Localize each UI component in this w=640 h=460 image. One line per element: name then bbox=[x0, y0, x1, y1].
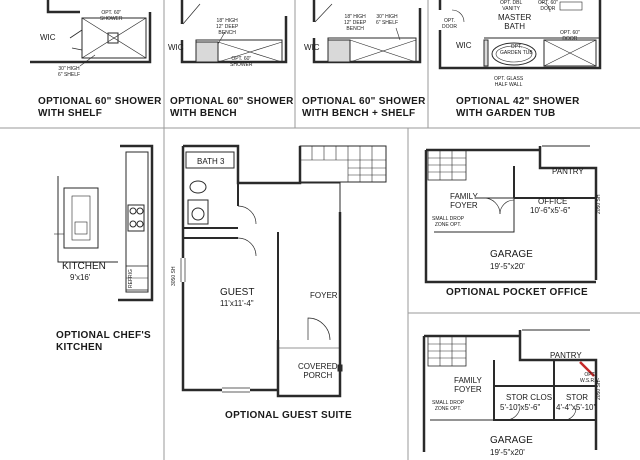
stor-clos-dims: 5'-10"x5'-6" bbox=[500, 403, 541, 412]
garage-label: GARAGE bbox=[490, 435, 533, 446]
office-dims: 10'-6"x5'-6" bbox=[530, 206, 571, 215]
storage-plan bbox=[422, 329, 598, 452]
caption-pocket-office: OPTIONAL POCKET OFFICE bbox=[446, 287, 588, 298]
wic-label: WIC bbox=[304, 43, 320, 52]
stor-dims: 4'-4"x5'-10" bbox=[556, 403, 597, 412]
stor-label: STOR bbox=[566, 393, 589, 402]
garage-dims: 19'-5"x20' bbox=[490, 262, 525, 271]
shower-garden-tub-plan bbox=[438, 0, 602, 70]
wic-label: WIC bbox=[456, 41, 472, 50]
bath-3-label: BATH 3 bbox=[197, 157, 225, 166]
office-label: OFFICE bbox=[538, 197, 568, 206]
caption-guest-suite: OPTIONAL GUEST SUITE bbox=[225, 410, 352, 421]
foyer-label: FOYER bbox=[310, 291, 338, 300]
shower-bench-shelf-plan bbox=[312, 0, 422, 64]
pocket-office-plan bbox=[424, 145, 598, 284]
kitchen-label: KITCHEN bbox=[62, 261, 106, 272]
opt-note: OPT.W.S.R.V. bbox=[580, 372, 600, 384]
refrig-label: REFRIG bbox=[128, 269, 134, 288]
window-2050-label: 2050 SH bbox=[596, 380, 602, 400]
shower-shelf-plan bbox=[30, 0, 152, 67]
opt-door-note: OPT.DOOR bbox=[442, 18, 457, 30]
opt-60-shower-note: OPT. 60"SHOWER bbox=[230, 56, 253, 68]
guest-room-dims: 11'x11'-4" bbox=[220, 299, 254, 308]
chefs-kitchen-plan bbox=[54, 144, 154, 302]
wic-label: WIC bbox=[168, 43, 184, 52]
wic-label: WIC bbox=[40, 33, 56, 42]
opt-60-door-note: OPT. 60"DOOR bbox=[560, 30, 580, 42]
stor-clos-label: STOR CLOS bbox=[506, 393, 553, 402]
opt-garden-tub-note: OPT.GARDEN TUB bbox=[500, 44, 533, 56]
kitchen-dims: 9'x16' bbox=[70, 273, 91, 282]
window-2050-label: 2050 SH bbox=[596, 194, 602, 214]
pantry-label: PANTRY bbox=[552, 167, 584, 176]
garage-dims: 19'-5"x20' bbox=[490, 448, 525, 457]
opt-60-door-note: OPT. 60"DOOR bbox=[538, 0, 558, 12]
pantry-label: PANTRY bbox=[550, 351, 582, 360]
guest-suite-plan bbox=[180, 144, 387, 398]
guest-room-label: GUEST bbox=[220, 287, 255, 298]
garage-label: GARAGE bbox=[490, 249, 533, 260]
window-3050-label: 3050 SH bbox=[171, 266, 177, 286]
opt-60-shower-note: OPT. 60"SHOWER bbox=[100, 10, 123, 22]
shower-bench-plan bbox=[180, 0, 288, 64]
